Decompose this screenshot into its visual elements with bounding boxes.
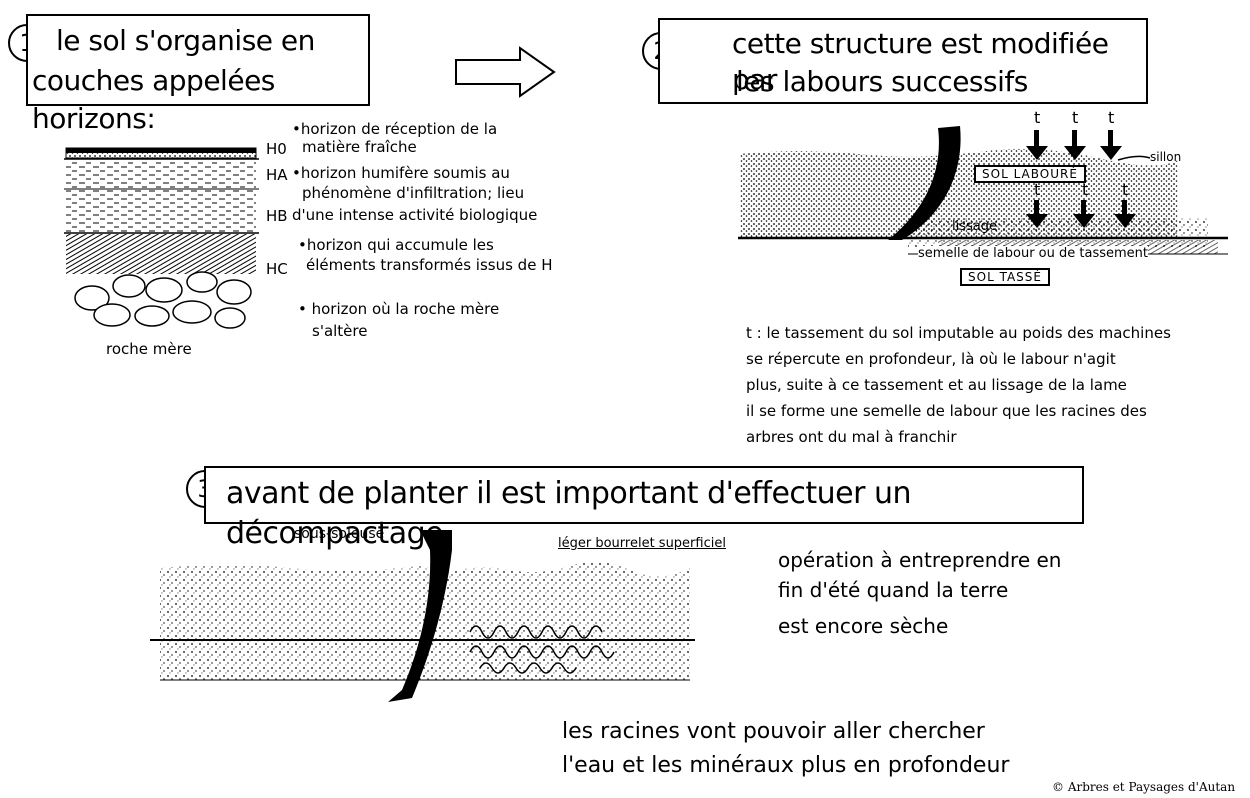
horizon-code-hb: HB [266,207,288,225]
pressure-letter-2: t [1072,108,1079,127]
panel2-title-line2: les labours successifs [736,65,1028,98]
label-ridge: léger bourrelet superficiel [558,536,726,551]
panel3-note-line-0: opération à entreprendre en [778,548,1062,572]
horizon-desc-last-line1: • horizon où la roche mère [298,300,500,318]
horizon-desc-3-line1: •horizon qui accumule les [298,236,494,254]
horizon-code-hc: HC [266,260,288,278]
panel2-note-line-1: se répercute en profondeur, là où le lab… [746,350,1116,368]
panel2-note-line-4: arbres ont du mal à franchir [746,428,957,446]
horizon-desc-0-line2: matière fraîche [302,138,417,156]
horizon-code-ha: HA [266,166,288,184]
horizon-code-h0: H0 [266,140,287,158]
pressure-letter-6: t [1122,180,1129,199]
copyright-notice: © Arbres et Paysages d'Autan [1052,780,1236,794]
bottom-line-1: l'eau et les minéraux plus en profondeur [562,753,1010,778]
panel2-title-box: cette structure est modifiée par les lab… [658,18,1148,104]
panel2-note-line-0: t : le tassement du sol imputable au poi… [746,324,1171,342]
panel3-title-box: avant de planter il est important d'effe… [204,466,1084,551]
panel3-note-line-1: fin d'été quand la terre [778,578,1009,602]
plowed-soil-diagram [738,126,1228,255]
label-plow-pan: semelle de labour ou de tassement [918,246,1148,261]
label-subsoiler: sous-soleuse [294,526,385,542]
tag-compacted-soil: SOL TASSÉ [960,268,1050,286]
tag-worked-soil: SOL LABOURÉ [974,165,1086,183]
panel1-title-box: le sol s'organise en couches appelées ho… [26,14,370,135]
horizon-desc-0-line1: •horizon de réception de la [292,120,498,138]
horizon-desc-1-line1: •horizon humifère soumis au [292,164,510,182]
panel3-note-line-2: est encore sèche [778,614,949,638]
label-smoothing: lissage [952,219,997,234]
label-furrow: sillon [1150,150,1182,164]
bottom-line-0: les racines vont pouvoir aller chercher [562,719,985,744]
pressure-letter-3: t [1108,108,1115,127]
horizon-desc-2-line1: d'une intense activité biologique [292,206,538,224]
bedrock-label: roche mère [106,340,192,358]
panel3-title: avant de planter il est important d'effe… [226,476,912,551]
pressure-letter-4: t [1034,180,1041,199]
panel2-note-line-2: plus, suite à ce tassement et au lissage… [746,376,1127,394]
pressure-letter-1: t [1034,108,1041,127]
horizon-desc-1-line2: phénomène d'infiltration; lieu [302,184,525,202]
panel2-note-line-3: il se forme une semelle de labour que le… [746,402,1147,420]
soil-profile-diagram [64,147,259,329]
panel1-title-line2: couches appelées horizons: [32,64,275,135]
panel1-title-line1: le sol s'organise en [56,24,315,57]
pressure-letter-5: t [1082,180,1089,199]
panel2-title-line1: cette structure est modifiée par [732,27,1109,96]
horizon-desc-last-line2: s'altère [312,322,368,340]
arrow-right-icon [455,46,556,98]
horizon-desc-3-line2: éléments transformés issus de H [306,256,553,274]
subsoiling-diagram [150,530,695,702]
